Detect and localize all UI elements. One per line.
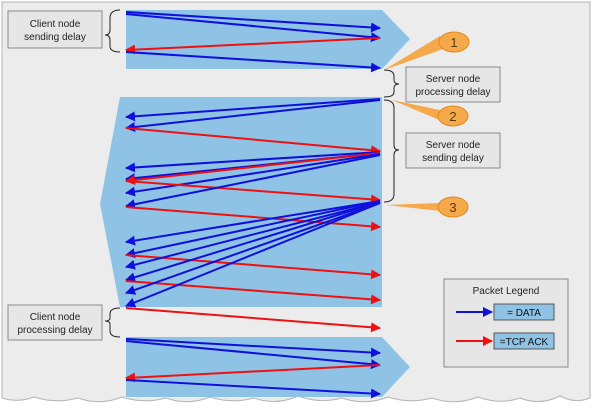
client-sending-label-line1: Client node — [30, 19, 81, 30]
bottom-band-packets — [125, 307, 381, 399]
ack-packet-arrow — [125, 127, 381, 156]
data-packet-arrow — [125, 202, 381, 295]
packet-legend: Packet Legend = DATA =TCP ACK — [443, 278, 569, 368]
ack-packet-arrow — [125, 364, 381, 383]
server-sending-bracket — [383, 99, 400, 203]
ack-packet-arrow — [125, 180, 381, 205]
legend-ack-label: =TCP ACK — [500, 337, 549, 348]
data-packet-arrow — [125, 11, 381, 33]
data-packet-arrow — [125, 154, 381, 210]
callout-1-pointer — [384, 36, 446, 70]
callout-3-pointer — [386, 203, 440, 211]
data-packet-arrow — [125, 379, 381, 399]
callout-1-number: 1 — [450, 35, 457, 50]
server-sending-label-line2: sending delay — [422, 153, 484, 164]
data-packet-arrow — [125, 340, 381, 370]
client-processing-label-line1: Client node — [30, 312, 81, 323]
data-packet-arrow — [125, 200, 381, 246]
client-sending-bracket — [104, 9, 121, 53]
callout-2-pointer — [392, 100, 444, 122]
server-processing-label-line1: Server node — [426, 74, 481, 85]
callout-3-number: 3 — [449, 200, 456, 215]
data-packet-arrow — [125, 98, 381, 122]
middle-band-packets — [125, 98, 381, 308]
client-receiving-band — [126, 337, 410, 397]
callout-2: 2 — [437, 105, 469, 127]
data-packet-arrow — [125, 201, 381, 270]
server-processing-bracket — [383, 69, 400, 98]
server-processing-label: Server node processing delay — [405, 66, 501, 103]
data-packet-arrow — [125, 153, 381, 197]
legend-data-swatch — [493, 303, 555, 321]
ack-packet-arrow — [125, 307, 381, 333]
top-band-packets — [125, 11, 381, 73]
ack-packet-arrow — [125, 254, 381, 280]
data-packet-arrow — [125, 202, 381, 308]
ack-packet-arrow — [125, 152, 381, 185]
ack-packet-arrow — [125, 280, 381, 305]
data-packet-arrow — [125, 51, 381, 73]
data-packet-arrow — [125, 13, 381, 43]
server-sending-label-line1: Server node — [426, 140, 481, 151]
callout-3: 3 — [437, 196, 469, 218]
client-processing-label-line2: processing delay — [17, 325, 92, 336]
data-packet-arrow — [125, 151, 381, 173]
callout-2-number: 2 — [449, 109, 456, 124]
ack-packet-arrow — [125, 206, 381, 232]
data-packet-arrow — [125, 99, 381, 132]
data-packet-arrow — [125, 338, 381, 358]
client-sending-label: Client node sending delay — [7, 10, 103, 49]
client-processing-bracket — [104, 307, 121, 338]
client-processing-label: Client node processing delay — [7, 304, 103, 341]
callout-1: 1 — [438, 31, 470, 53]
ack-packet-arrow — [125, 37, 381, 55]
data-packet-arrow — [125, 201, 381, 283]
legend-data-label: = DATA — [507, 308, 541, 319]
server-sending-band — [100, 97, 382, 307]
legend-title: Packet Legend — [473, 286, 540, 297]
server-sending-label: Server node sending delay — [405, 132, 501, 169]
data-packet-arrow — [125, 200, 381, 259]
server-processing-label-line2: processing delay — [415, 87, 490, 98]
client-sending-label-line2: sending delay — [24, 32, 86, 43]
legend-ack-swatch — [493, 332, 555, 350]
